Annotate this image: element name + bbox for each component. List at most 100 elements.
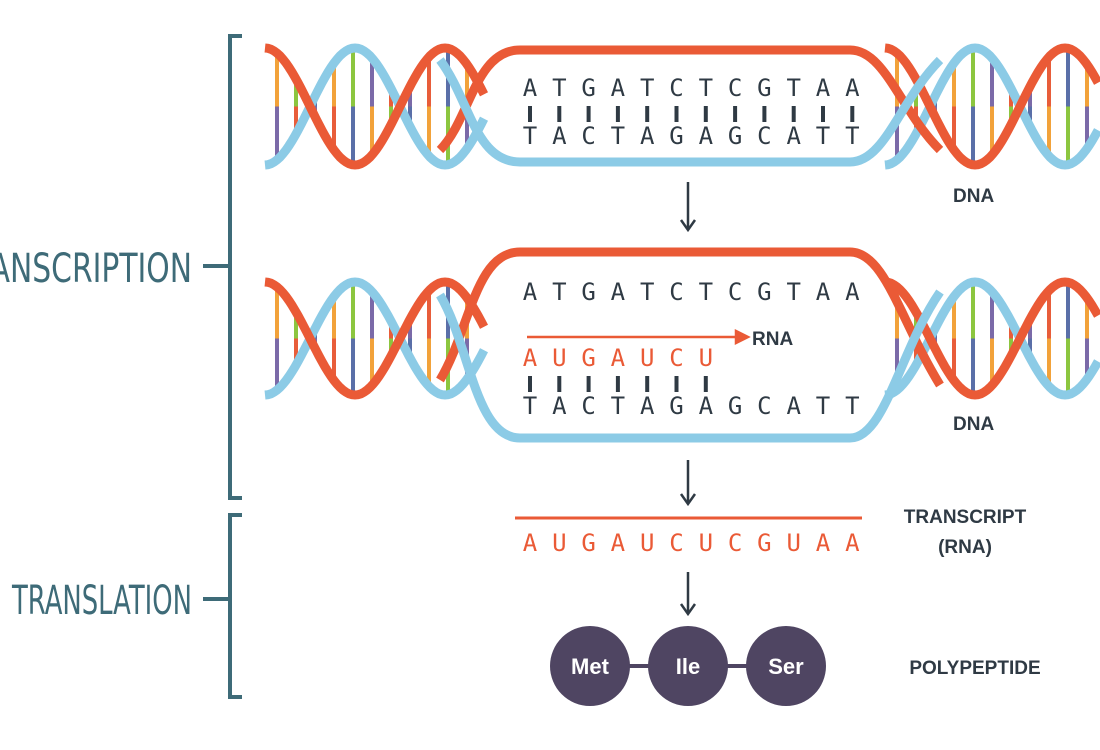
- dna-base: T: [552, 74, 566, 102]
- amino-acid-label: Ser: [768, 654, 804, 679]
- rna-base: U: [786, 529, 800, 557]
- dna-base: A: [816, 278, 831, 306]
- polypeptide-chain: Met Ile Ser POLYPEPTIDE: [550, 626, 1041, 706]
- dna-base: T: [699, 74, 713, 102]
- dna-base: G: [581, 74, 595, 102]
- rna-base: C: [669, 529, 683, 557]
- transcript-label: TRANSCRIPT: [904, 507, 1027, 528]
- dna-base: A: [816, 74, 831, 102]
- blue-strand: [264, 277, 488, 400]
- base-pair-ticks: [528, 106, 855, 122]
- rna-base: U: [552, 529, 566, 557]
- rna-base: A: [816, 529, 831, 557]
- helix-right: [884, 43, 1100, 170]
- dna-base: A: [845, 278, 860, 306]
- dna-base: T: [786, 74, 800, 102]
- amino-acid-circle: [746, 626, 826, 706]
- rna-base: U: [699, 344, 713, 372]
- dna-base: C: [728, 278, 742, 306]
- template-strand-bubble: [436, 56, 944, 167]
- amino-acid-label: Met: [571, 654, 610, 679]
- dna-base: A: [552, 392, 567, 420]
- dna-base: A: [523, 278, 538, 306]
- dna-base: G: [728, 122, 742, 150]
- dna-base: A: [845, 74, 860, 102]
- dna-base: A: [786, 122, 801, 150]
- dna-base: G: [581, 278, 595, 306]
- helix-left: [264, 43, 489, 170]
- rna-base: A: [523, 529, 538, 557]
- dna-base: T: [611, 122, 625, 150]
- dna-base: A: [640, 392, 655, 420]
- rna-base: U: [640, 529, 654, 557]
- rna-base: G: [581, 529, 595, 557]
- transcript-rna-label: (RNA): [938, 537, 992, 558]
- template-strand-bubble: [436, 289, 944, 443]
- dna-base: A: [699, 392, 714, 420]
- rna-base: A: [845, 529, 860, 557]
- dna-base: T: [845, 122, 859, 150]
- dna-base: C: [757, 392, 771, 420]
- dna-base: C: [669, 278, 683, 306]
- arrow-down-2: [679, 460, 697, 507]
- helix-left: [264, 277, 488, 400]
- rna-base: C: [669, 344, 683, 372]
- dna-base: T: [611, 392, 625, 420]
- dna-base: A: [523, 74, 538, 102]
- rna-direction-arrow: [527, 328, 751, 346]
- amino-acid-circle: [550, 626, 630, 706]
- dna-base: A: [640, 122, 655, 150]
- polypeptide-label: POLYPEPTIDE: [909, 658, 1040, 679]
- dna-base: C: [581, 392, 595, 420]
- translation-label: TRANSLATION: [11, 578, 192, 624]
- rna-base-pair-ticks: [528, 376, 708, 392]
- transcription-bracket: [203, 34, 242, 500]
- dna-base: A: [611, 278, 626, 306]
- dna-base: A: [699, 122, 714, 150]
- red-strand: [264, 277, 488, 400]
- arrow-down-3: [679, 572, 697, 617]
- rna-base: G: [757, 529, 771, 557]
- amino-acid-chain: Met Ile Ser: [550, 626, 826, 706]
- dna-base: G: [728, 392, 742, 420]
- dna-base: C: [581, 122, 595, 150]
- dna-base: C: [669, 74, 683, 102]
- dna-base: G: [757, 74, 771, 102]
- rna-base: U: [699, 529, 713, 557]
- coding-strand-bubble: [436, 247, 944, 388]
- dna-base: G: [669, 122, 683, 150]
- dna-base: T: [523, 122, 537, 150]
- dna-base: T: [845, 392, 859, 420]
- blue-strand: [264, 43, 489, 170]
- rna-base: A: [611, 344, 626, 372]
- dna-base: G: [757, 278, 771, 306]
- translation-bracket: [203, 513, 242, 699]
- dna-base: T: [552, 278, 566, 306]
- dna-label-top: DNA: [953, 186, 994, 207]
- dna-base: A: [552, 122, 567, 150]
- transcription-label: TRANSCRIPTION: [0, 246, 192, 292]
- rna-arrow-label: RNA: [752, 329, 793, 350]
- dna-label-middle: DNA: [953, 414, 994, 435]
- amino-acid-label: Ile: [676, 654, 700, 679]
- dna-base: T: [699, 278, 713, 306]
- dna-base: T: [786, 278, 800, 306]
- rna-base: A: [611, 529, 626, 557]
- amino-acid-circle: [648, 626, 728, 706]
- arrow-down-1: [679, 182, 697, 233]
- rna-base: A: [523, 344, 538, 372]
- dna-base: C: [757, 122, 771, 150]
- rna-base: U: [552, 344, 566, 372]
- dna-base: A: [786, 392, 801, 420]
- dna-base: C: [728, 74, 742, 102]
- rna-base: U: [640, 344, 654, 372]
